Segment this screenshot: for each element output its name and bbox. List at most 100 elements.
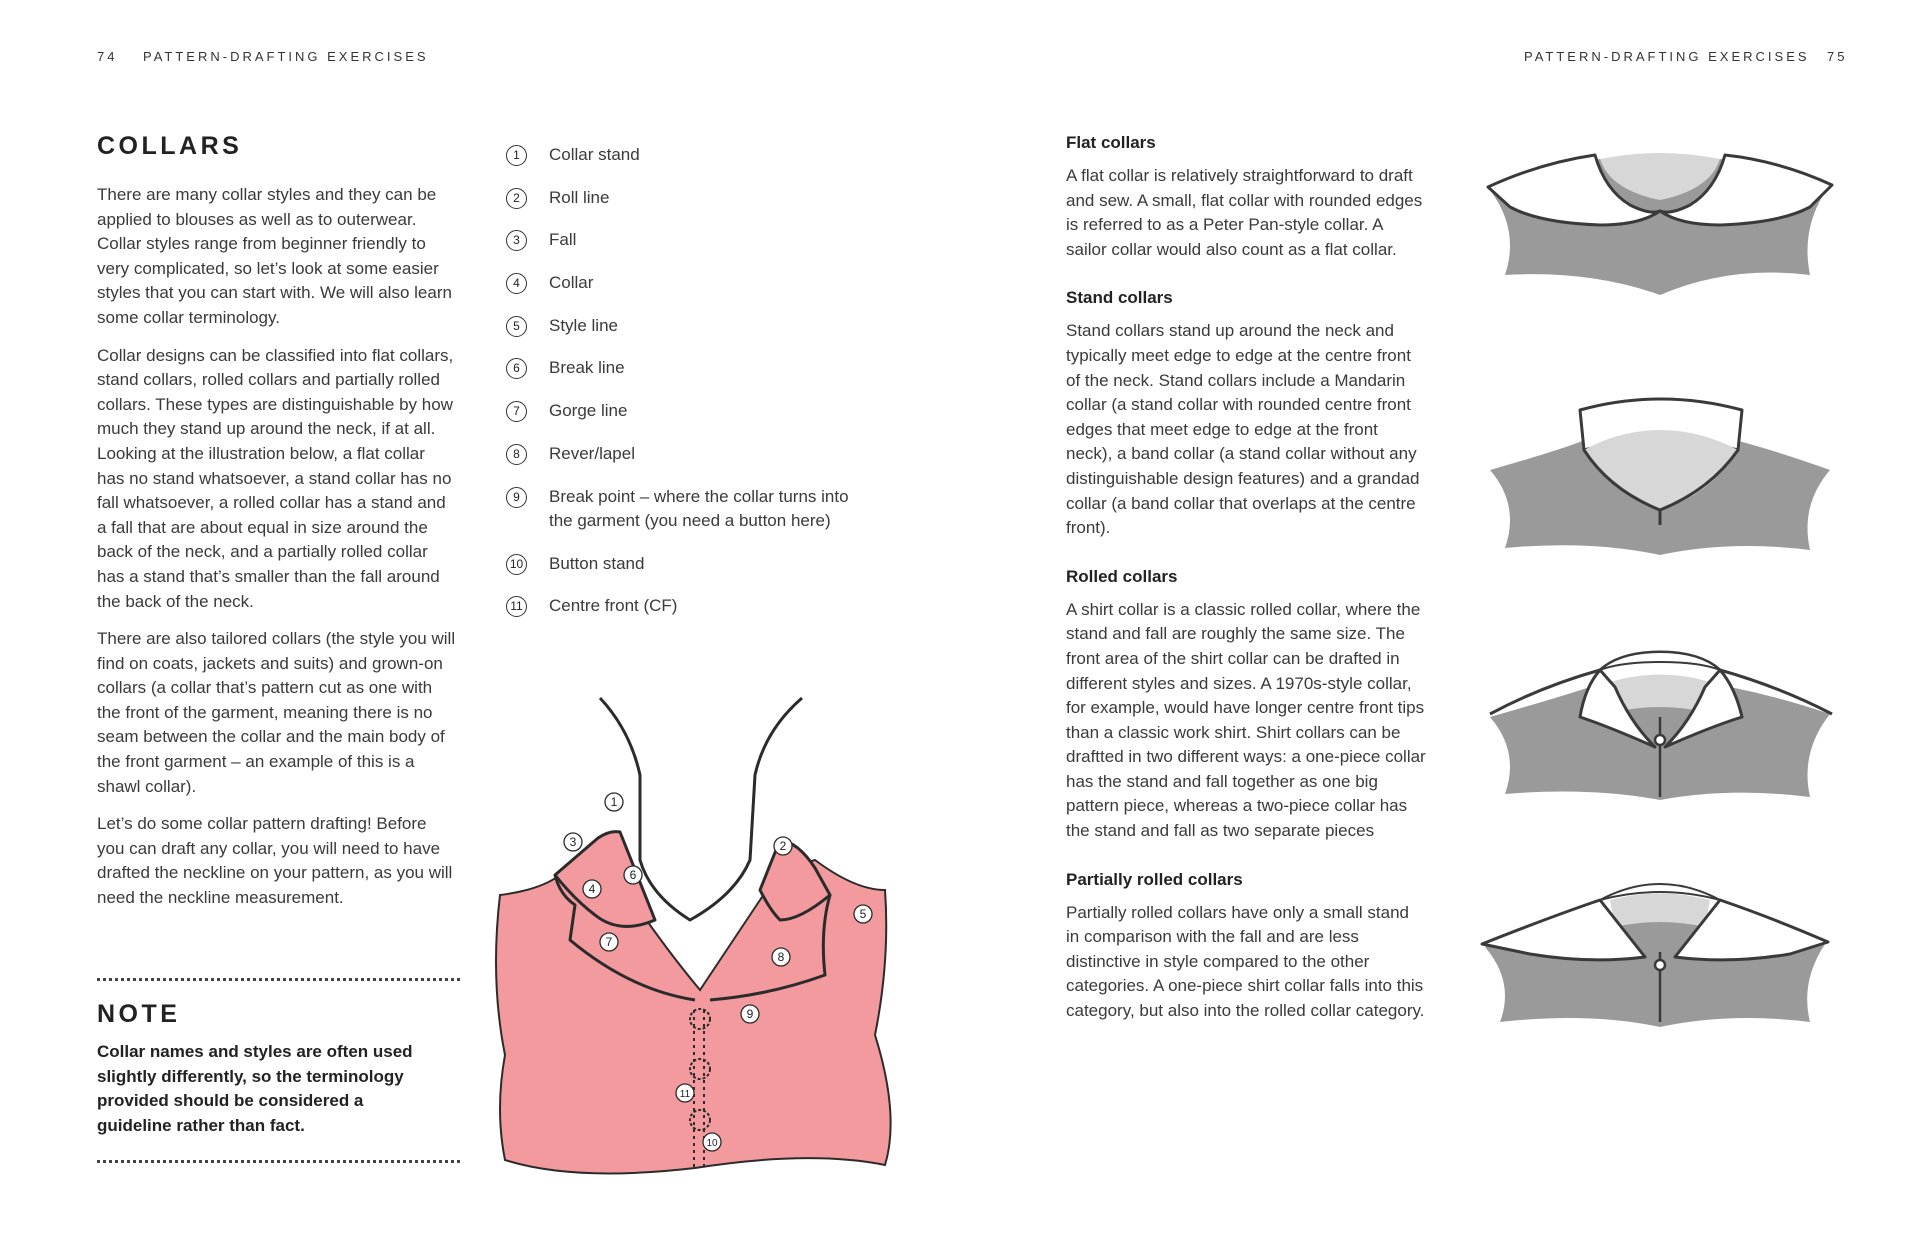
term-label: Style line bbox=[549, 315, 618, 335]
list-item: 4 Collar bbox=[506, 271, 906, 314]
neck-form-outline bbox=[598, 696, 803, 922]
callout-circle bbox=[675, 1083, 695, 1103]
partially-rolled-collar-illustration bbox=[1480, 882, 1830, 1027]
collar-left bbox=[553, 830, 657, 928]
list-item: 10 Button stand bbox=[506, 552, 906, 595]
page-number-left: 74 bbox=[97, 49, 118, 64]
callout-circle bbox=[773, 836, 793, 856]
button bbox=[689, 1008, 711, 1030]
list-item: 5 Style line bbox=[506, 314, 906, 357]
collar-right bbox=[1673, 898, 1830, 962]
section-heading: Rolled collars bbox=[1066, 566, 1178, 586]
number-badge: 1 bbox=[506, 145, 527, 166]
paragraph: Collar designs can be classified into fl… bbox=[97, 345, 454, 611]
neckline-left bbox=[1582, 449, 1662, 525]
callout-circle bbox=[702, 1132, 722, 1152]
number-badge: 3 bbox=[506, 230, 527, 252]
callout-circle bbox=[582, 879, 602, 899]
number-badge: 8 bbox=[506, 443, 527, 465]
term-label: Collar stand bbox=[549, 145, 640, 164]
section-text: Stand collars stand up around the neck a… bbox=[1066, 321, 1420, 538]
neckline-right bbox=[1659, 449, 1740, 512]
lapel-left bbox=[553, 874, 696, 1002]
callout-label: 9 bbox=[747, 1007, 754, 1021]
number-badge: 10 bbox=[506, 553, 527, 575]
callout-label: 1 bbox=[611, 795, 618, 809]
collar-left bbox=[1578, 668, 1657, 749]
collar-types-text: Flat collars A flat collar is relatively… bbox=[1066, 131, 1426, 1048]
number-badge: 11 bbox=[506, 596, 527, 618]
section-stand-collars: Stand collars Stand collars stand up aro… bbox=[1066, 286, 1426, 540]
button bbox=[689, 1109, 711, 1131]
term-label: Centre front (CF) bbox=[549, 596, 678, 616]
list-item: 11 Centre front (CF) bbox=[506, 594, 906, 637]
callout-circle bbox=[604, 792, 624, 812]
term-label: Rever/lapel bbox=[549, 443, 635, 463]
collar-right bbox=[1658, 153, 1834, 227]
callout-label: 2 bbox=[780, 839, 787, 853]
stand-collar-illustration bbox=[1490, 397, 1830, 555]
list-item: 8 Rever/lapel bbox=[506, 442, 906, 485]
paragraph: There are also tailored collars (the sty… bbox=[97, 629, 456, 796]
intro-text: There are many collar styles and they ca… bbox=[97, 183, 457, 924]
term-label: Fall bbox=[549, 230, 577, 250]
section-text: A shirt collar is a classic rolled colla… bbox=[1066, 599, 1426, 841]
collar-right bbox=[1663, 668, 1744, 749]
number-badge: 6 bbox=[506, 358, 527, 380]
callout-circle bbox=[563, 832, 583, 852]
running-head-left: PATTERN-DRAFTING EXERCISES bbox=[143, 49, 429, 64]
term-label: Break point – where the collar turns int… bbox=[549, 486, 849, 530]
note-divider-bottom bbox=[97, 1160, 460, 1163]
callout-circle bbox=[599, 932, 619, 952]
running-head-right: PATTERN-DRAFTING EXERCISES bbox=[1524, 49, 1810, 64]
term-label: Gorge line bbox=[549, 401, 628, 421]
callout-circle bbox=[771, 947, 791, 967]
callout-label: 10 bbox=[706, 1138, 718, 1149]
callout-circle bbox=[853, 904, 873, 924]
section-flat-collars: Flat collars A flat collar is relatively… bbox=[1066, 131, 1426, 262]
lapel-right bbox=[709, 894, 832, 1002]
number-badge: 9 bbox=[506, 486, 527, 508]
callout-label: 7 bbox=[606, 935, 613, 949]
list-item: 1 Collar stand bbox=[506, 143, 906, 186]
callout-circle bbox=[740, 1004, 760, 1024]
section-text: Partially rolled collars have only a sma… bbox=[1066, 902, 1425, 1021]
button bbox=[689, 1058, 711, 1080]
section-heading: Stand collars bbox=[1066, 288, 1173, 308]
callout-label: 8 bbox=[778, 950, 785, 964]
collar-right bbox=[758, 838, 832, 922]
term-label: Break line bbox=[549, 358, 625, 378]
inner-neck bbox=[1610, 893, 1710, 927]
collar-left bbox=[1480, 898, 1647, 962]
page-title: COLLARS bbox=[97, 132, 243, 160]
button bbox=[1653, 733, 1667, 747]
list-item: 3 Fall bbox=[506, 228, 906, 271]
paragraph: There are many collar styles and they ca… bbox=[97, 185, 452, 327]
callout-label: 11 bbox=[680, 1089, 691, 1100]
note-divider-top bbox=[97, 978, 460, 981]
list-item: 7 Gorge line bbox=[506, 399, 906, 442]
section-rolled-collars: Rolled collars A shirt collar is a class… bbox=[1066, 565, 1426, 844]
page-number-right: 75 bbox=[1827, 49, 1848, 64]
callout-label: 3 bbox=[570, 835, 577, 849]
flat-collar-illustration bbox=[1486, 153, 1834, 295]
section-heading: Partially rolled collars bbox=[1066, 869, 1243, 889]
button bbox=[1653, 958, 1667, 972]
term-label: Roll line bbox=[549, 187, 610, 207]
number-badge: 7 bbox=[506, 401, 527, 423]
callout-label: 5 bbox=[860, 907, 867, 921]
note-text: Collar names and styles are often used s… bbox=[97, 1042, 413, 1135]
term-label: Collar bbox=[549, 273, 594, 293]
paragraph: Let’s do some collar pattern drafting! B… bbox=[97, 814, 453, 908]
note-title: NOTE bbox=[97, 1000, 181, 1028]
inner-neck bbox=[1600, 153, 1720, 200]
list-item: 9 Break point – where the collar turns in… bbox=[506, 485, 906, 552]
section-partially-rolled-collars: Partially rolled collars Partially rolle… bbox=[1066, 868, 1426, 1024]
term-label: Button stand bbox=[549, 553, 645, 573]
number-badge: 4 bbox=[506, 273, 527, 295]
rolled-collar-illustration bbox=[1489, 650, 1833, 800]
number-badge: 5 bbox=[506, 315, 527, 337]
callout-label: 6 bbox=[630, 868, 637, 882]
section-heading: Flat collars bbox=[1066, 133, 1156, 152]
